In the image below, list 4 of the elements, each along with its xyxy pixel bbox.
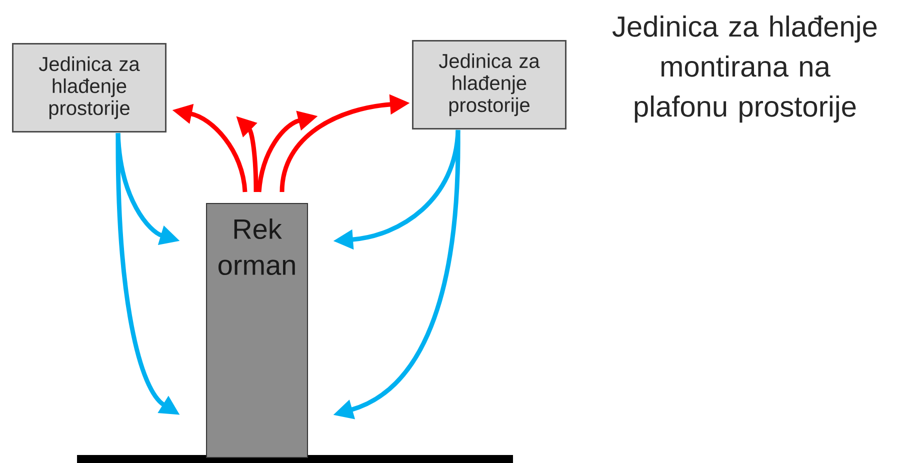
title: Jedinica za hlađenje montirana na plafonu prostorije (612, 16, 877, 123)
cooling-unit-box: Jedinica za hlađenje prostorije (412, 40, 566, 130)
rack-cabinet: Rek orman (206, 203, 308, 458)
cooling-unit-box: Jedinica za hlađenje prostorije (12, 43, 166, 132)
